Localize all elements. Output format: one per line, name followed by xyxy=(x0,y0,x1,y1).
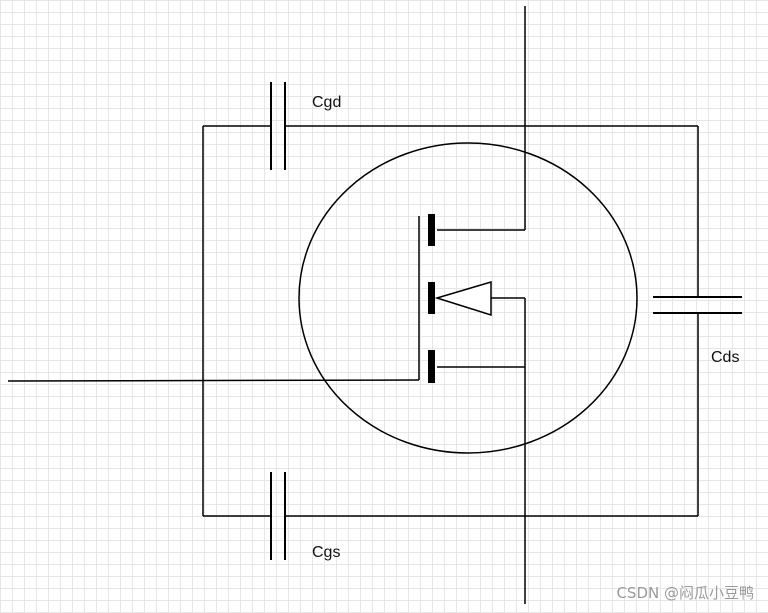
channel-segment-body xyxy=(428,282,435,314)
outer-loop-wires xyxy=(202,125,699,517)
channel-segments xyxy=(428,214,435,383)
channel-segment-drain xyxy=(428,214,435,246)
channel-segment-source xyxy=(428,350,435,383)
label-cds: Cds xyxy=(711,349,740,366)
label-cgd: Cgd xyxy=(312,94,342,111)
gate-terminal xyxy=(7,379,420,382)
label-cgs: Cgs xyxy=(312,544,341,561)
capacitor-cgd xyxy=(270,82,286,170)
watermark: CSDN @闷瓜小豆鸭 xyxy=(616,584,754,602)
capacitor-cds xyxy=(653,296,742,314)
capacitor-cgs xyxy=(270,472,286,560)
body-diode-arrow xyxy=(434,280,492,317)
transistor-body-circle xyxy=(298,142,638,454)
